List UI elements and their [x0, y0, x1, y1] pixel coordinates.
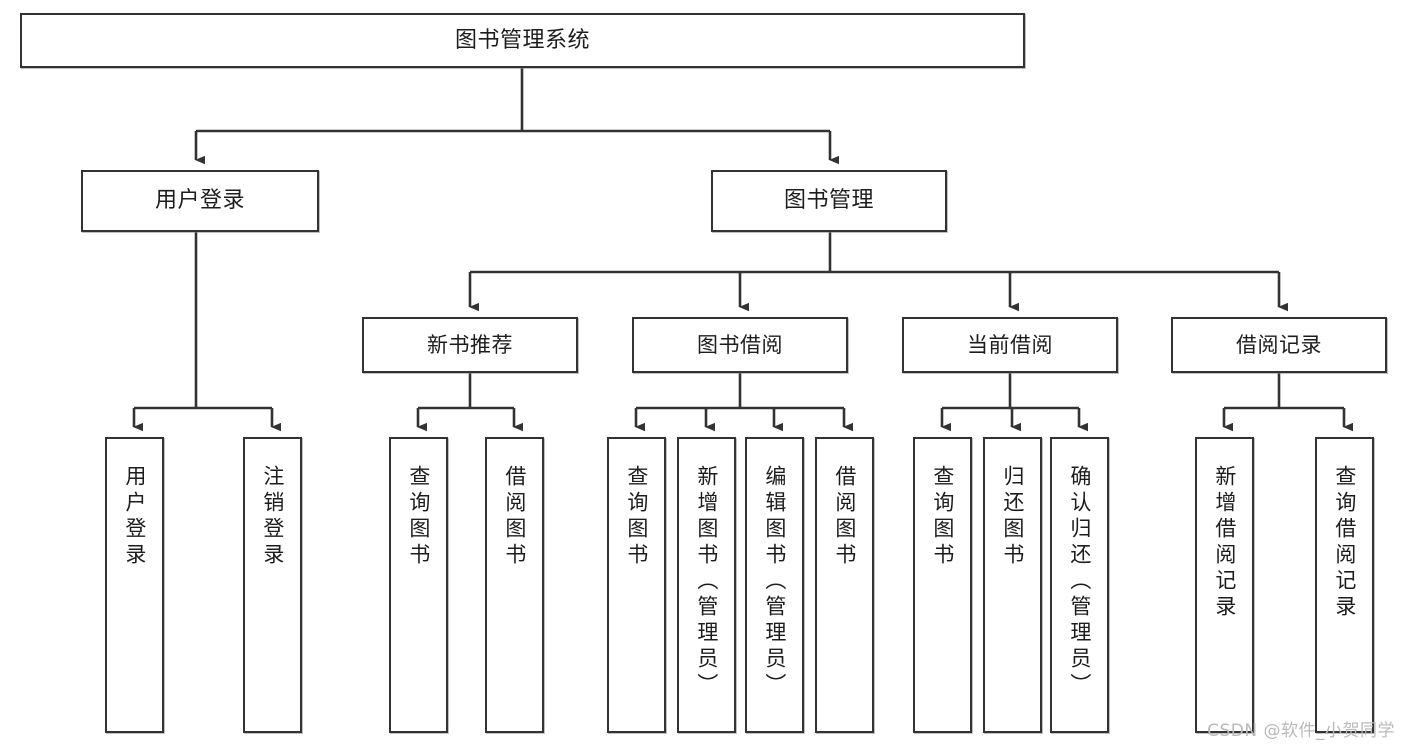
node-label: 图书管理	[783, 188, 874, 214]
node-book-management[interactable]: 图书管理	[711, 170, 947, 232]
leaf-query-record[interactable]: 查询借阅记录	[1315, 437, 1374, 733]
node-user-login[interactable]: 用户登录	[81, 170, 319, 232]
node-label: 新增借阅记录	[1212, 465, 1237, 621]
node-label: 图书管理系统	[454, 27, 590, 53]
leaf-return-book[interactable]: 归还图书	[983, 437, 1042, 733]
node-current-borrowing[interactable]: 当前借阅	[902, 317, 1118, 373]
leaf-borrow-book-1[interactable]: 借阅图书	[485, 437, 544, 733]
node-label: 用户登录	[154, 188, 245, 214]
leaf-edit-book[interactable]: 编辑图书（管理员）	[745, 437, 804, 733]
leaf-query-book-3[interactable]: 查询图书	[913, 437, 972, 733]
node-label: 用户登录	[122, 465, 147, 569]
node-label: 查询图书	[406, 465, 431, 569]
leaf-confirm-return[interactable]: 确认归还（管理员）	[1050, 437, 1109, 733]
node-label: 图书借阅	[697, 332, 783, 357]
node-label: 确认归还（管理员）	[1067, 465, 1092, 699]
node-label: 借阅图书	[832, 465, 857, 569]
node-label: 编辑图书（管理员）	[762, 465, 787, 699]
node-label: 新增图书（管理员）	[694, 465, 719, 699]
leaf-query-book-2[interactable]: 查询图书	[607, 437, 666, 733]
node-label: 新书推荐	[427, 332, 513, 357]
leaf-logout[interactable]: 注销登录	[243, 437, 302, 733]
leaf-user-login[interactable]: 用户登录	[105, 437, 164, 733]
node-label: 当前借阅	[967, 332, 1053, 357]
node-label: 归还图书	[1000, 465, 1025, 569]
node-new-book-recommendation[interactable]: 新书推荐	[362, 317, 578, 373]
leaf-add-record[interactable]: 新增借阅记录	[1195, 437, 1254, 733]
leaf-borrow-book-2[interactable]: 借阅图书	[815, 437, 874, 733]
node-label: 借阅图书	[502, 465, 527, 569]
node-label: 借阅记录	[1236, 332, 1322, 357]
node-label: 查询借阅记录	[1332, 465, 1357, 621]
leaf-query-book-1[interactable]: 查询图书	[389, 437, 448, 733]
node-label: 注销登录	[260, 465, 285, 569]
leaf-add-book[interactable]: 新增图书（管理员）	[677, 437, 736, 733]
node-borrowing-record[interactable]: 借阅记录	[1171, 317, 1387, 373]
node-label: 查询图书	[624, 465, 649, 569]
node-book-borrowing[interactable]: 图书借阅	[632, 317, 848, 373]
node-book-management-system[interactable]: 图书管理系统	[20, 13, 1025, 68]
node-label: 查询图书	[930, 465, 955, 569]
